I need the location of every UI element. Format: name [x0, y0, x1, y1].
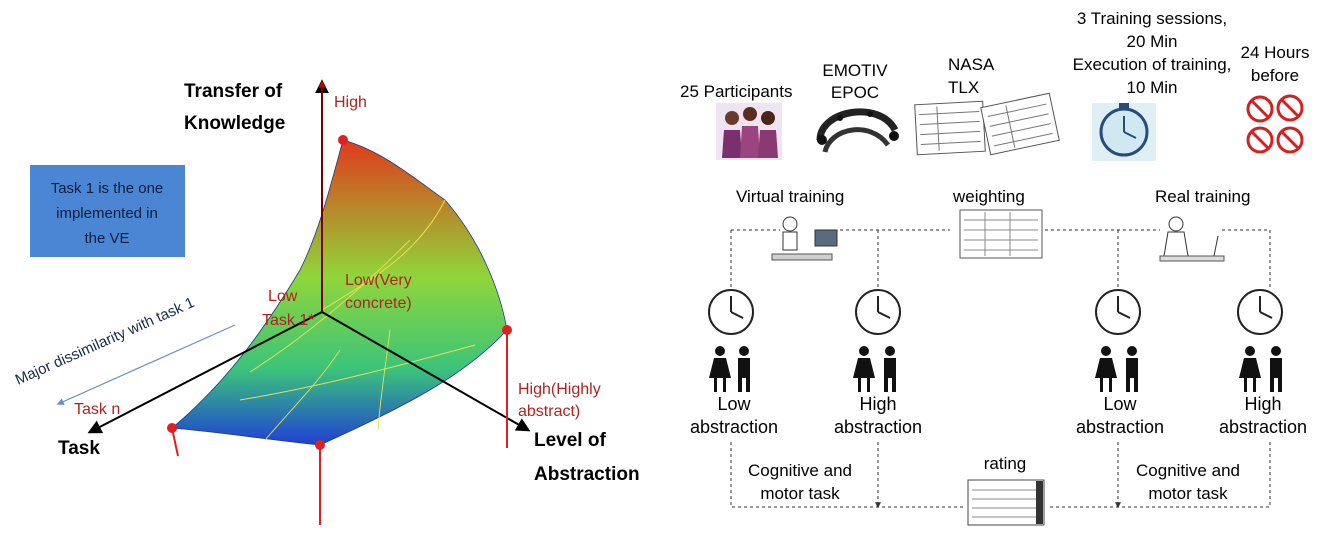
- group-label-line1: High: [859, 394, 896, 414]
- eeg-headset-icon: [816, 108, 899, 153]
- hours-label-line2: before: [1251, 66, 1299, 85]
- surface-grid-line: [239, 344, 476, 401]
- label-high-abstract-line2: abstract): [518, 403, 580, 420]
- rating-form-icon: [967, 479, 1045, 526]
- hours-label-line1: 24 Hours: [1241, 43, 1310, 62]
- emotiv-label-line1: EMOTIV: [822, 61, 888, 80]
- emotiv-label-line2: EPOC: [831, 83, 879, 102]
- participants-label: 25 Participants: [680, 82, 792, 101]
- y-axis-title-line2: Knowledge: [184, 113, 285, 134]
- clock-icon: [708, 289, 754, 335]
- z-axis: [321, 311, 531, 432]
- sessions-label-line3: Execution of training,: [1073, 55, 1232, 74]
- label-task1: Task 1*: [262, 312, 314, 329]
- task-left-line2: motor task: [760, 484, 840, 503]
- label-low-concrete-line2: concrete): [345, 295, 412, 312]
- corner-marker-top: [338, 135, 348, 145]
- surface-grid-line: [321, 199, 446, 311]
- task1-note-box: [30, 165, 185, 257]
- sessions-label-line2: 20 Min: [1126, 32, 1177, 51]
- task-left-line1: Cognitive and: [748, 461, 852, 480]
- label-low-concrete-line1: Low(Very: [345, 272, 412, 289]
- task1-note-line3: the VE: [84, 230, 129, 247]
- sessions-label-line1: 3 Training sessions,: [1077, 9, 1227, 28]
- people-pair-icon: [853, 346, 896, 392]
- dissimilarity-arrow: [56, 324, 236, 405]
- weighting-label: weighting: [952, 187, 1025, 206]
- z-axis-title-line1: Level of: [534, 430, 606, 451]
- group-label-line1: Low: [1103, 394, 1137, 414]
- x-axis-title: Task: [58, 438, 100, 459]
- study-design-diagram: 25 Participants EMOTIV EPOC NASA TLX 3 T…: [680, 9, 1310, 526]
- virtual-training-illustration: [771, 216, 838, 261]
- sessions-label-line4: 10 Min: [1126, 78, 1177, 97]
- drop-line-left: [171, 427, 179, 457]
- stopwatch-icon: [1092, 103, 1156, 161]
- nasa-label-line2: TLX: [948, 78, 979, 97]
- clock-icon: [1237, 289, 1283, 335]
- surface-grid-line: [377, 329, 391, 431]
- bottom-dashed-connector-right: [1048, 442, 1271, 507]
- task1-note-line2: implemented in: [56, 205, 158, 222]
- x-axis: [87, 311, 323, 434]
- task-right-line1: Cognitive and: [1136, 461, 1240, 480]
- clock-icon: [855, 289, 901, 335]
- group-label-line2: abstraction: [1076, 417, 1164, 437]
- people-pair-icon: [1095, 346, 1138, 392]
- group-label-line1: Low: [717, 394, 751, 414]
- virtual-training-label: Virtual training: [736, 187, 844, 206]
- rating-label: rating: [984, 454, 1027, 473]
- surface-grid-line: [264, 349, 341, 441]
- transfer-surface: [170, 139, 508, 446]
- surface-grid-line: [249, 239, 411, 373]
- group-label-line2: abstraction: [834, 417, 922, 437]
- label-high: High: [334, 94, 367, 111]
- task-right-line2: motor task: [1148, 484, 1228, 503]
- real-training-label: Real training: [1155, 187, 1250, 206]
- group-label-line2: abstraction: [690, 417, 778, 437]
- bottom-dashed-connector-left: [730, 442, 965, 507]
- label-high-abstract-line1: High(Highly: [518, 381, 601, 398]
- real-training-illustration: [1159, 216, 1225, 262]
- group-label-line2: abstraction: [1219, 417, 1307, 437]
- transfer-surface-diagram: Task 1 is the one implemented in the VE …: [13, 79, 640, 525]
- clock-icon: [1095, 289, 1141, 335]
- z-axis-title-line2: Abstraction: [534, 464, 640, 485]
- nasa-label-line1: NASA: [948, 55, 995, 74]
- people-pair-icon: [1239, 346, 1282, 392]
- participants-illustration: [716, 103, 782, 160]
- label-task-n: Task n: [74, 401, 120, 418]
- people-pair-icon: [709, 346, 750, 392]
- nasa-tlx-forms-icon: [914, 92, 1060, 156]
- group-label-line1: High: [1244, 394, 1281, 414]
- prohibition-signs-icon: [1246, 94, 1304, 154]
- y-axis-title-line1: Transfer of: [184, 81, 283, 102]
- label-low: Low: [268, 288, 298, 305]
- task1-note-line1: Task 1 is the one: [51, 180, 164, 197]
- weighting-form-icon: [959, 209, 1043, 259]
- dissimilarity-label: Major dissimilarity with task 1: [13, 294, 197, 389]
